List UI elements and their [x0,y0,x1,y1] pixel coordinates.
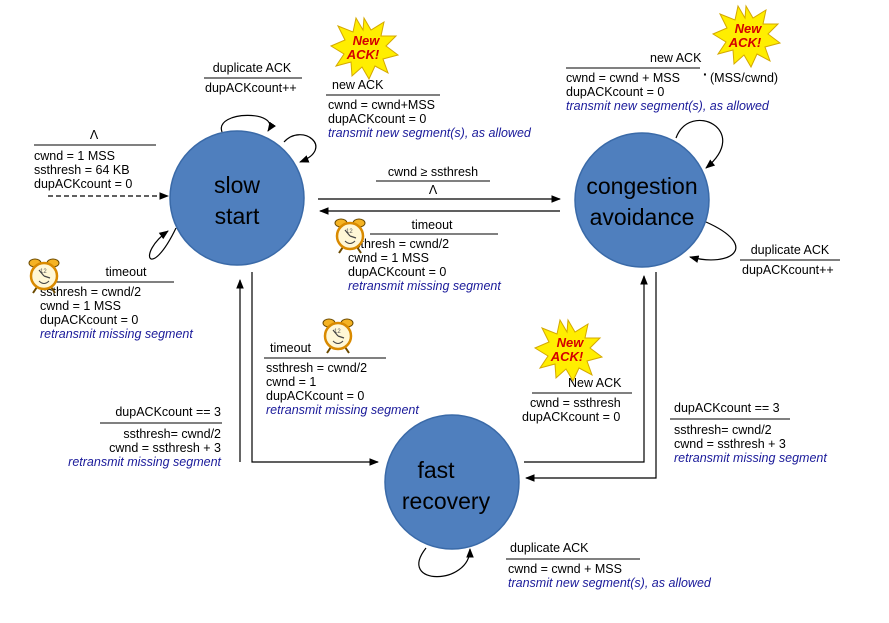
burst-2-line1: New [735,21,763,36]
label-ss-timeout-action-3: dupACKcount = 0 [40,313,138,327]
label-ss-to-ca: cwnd ≥ ssthresh Λ [376,165,490,197]
label-fr-to-ss-action-1: ssthresh = cwnd/2 [266,361,367,375]
label-ss-timeout: timeout ssthresh = cwnd/2 cwnd = 1 MSS d… [40,265,193,341]
label-ss-dup-event: duplicate ACK [213,61,292,75]
label-fr-dup-action-2: transmit new segment(s), as allowed [508,576,712,590]
label-ca-dup-event: duplicate ACK [751,243,830,257]
state-slow-start-label-line2: start [215,203,260,229]
label-ss-dup: duplicate ACK dupACKcount++ [204,61,302,95]
label-ca-to-ss-action-1: ssthresh = cwnd/2 [348,237,449,251]
ss-new-loop [283,134,317,163]
state-congestion-avoidance-label-line2: avoidance [590,204,695,230]
new-ack-burst-icon: New ACK! [534,319,603,382]
label-ca-to-fr-action-3: retransmit missing segment [674,451,827,465]
label-fr-to-ss: timeout ssthresh = cwnd/2 cwnd = 1 dupAC… [264,341,419,417]
fr-dup-loop [418,547,474,578]
label-init-action-1: cwnd = 1 MSS [34,149,115,163]
label-ss-to-ca-action-1: Λ [429,183,438,197]
label-ca-to-ss-event: timeout [412,218,454,232]
ss-to-fr-arrow [251,272,379,466]
label-fr-to-ca-action-2: dupACKcount = 0 [522,410,620,424]
label-ss-new-action-2: dupACKcount = 0 [328,112,426,126]
label-ca-to-fr-action-2: cwnd = ssthresh + 3 [674,437,786,451]
label-fr-dup-event: duplicate ACK [510,541,589,555]
ca-to-fr-arrow [525,272,657,482]
label-init-event: Λ [90,128,99,142]
label-ca-new: new ACK cwnd = cwnd + MSS · (MSS/cwnd) d… [566,51,778,113]
state-congestion-avoidance-label-line1: congestion [586,173,697,199]
label-ss-to-fr-action-3: retransmit missing segment [68,455,221,469]
label-fr-to-ca: New ACK cwnd = ssthresh dupACKcount = 0 [522,376,632,424]
state-slow-start: slow start [169,130,305,266]
label-ss-to-ca-event: cwnd ≥ ssthresh [388,165,478,179]
burst-1-line2: ACK! [346,47,380,62]
label-ss-timeout-action-1: ssthresh = cwnd/2 [40,285,141,299]
state-slow-start-label-line1: slow [214,172,260,198]
label-fr-to-ca-event: New ACK [568,376,622,390]
ca-dup-loop [689,221,737,263]
label-ca-to-ss-action-3: dupACKcount = 0 [348,265,446,279]
label-ca-to-fr: dupACKcount == 3 ssthresh= cwnd/2 cwnd =… [670,401,827,465]
label-init: Λ cwnd = 1 MSS ssthresh = 64 KB dupACKco… [34,128,156,191]
label-ss-timeout-action-4: retransmit missing segment [40,327,193,341]
state-fast-recovery-label-line2: recovery [402,488,491,514]
label-fr-to-ss-action-3: dupACKcount = 0 [266,389,364,403]
label-init-action-2: ssthresh = 64 KB [34,163,130,177]
label-ca-new-action-3: transmit new segment(s), as allowed [566,99,770,113]
ss-timeout-loop [148,227,177,260]
state-fast-recovery: fast recovery [384,414,520,550]
label-ca-to-ss-action-4: retransmit missing segment [348,279,501,293]
ss-dup-loop [220,114,276,133]
burst-1-line1: New [353,33,381,48]
label-init-action-3: dupACKcount = 0 [34,177,132,191]
ca-new-loop [675,119,724,169]
state-congestion-avoidance: congestion avoidance [574,132,710,268]
label-ss-to-fr-action-2: cwnd = ssthresh + 3 [109,441,221,455]
label-ca-new-event: new ACK [650,51,702,65]
new-ack-burst-icon: New ACK! [712,5,781,68]
label-ss-new-action-3: transmit new segment(s), as allowed [328,126,532,140]
label-fr-dup-action-1: cwnd = cwnd + MSS [508,562,622,576]
label-fr-to-ca-action-1: cwnd = ssthresh [530,396,621,410]
label-ss-to-fr: dupACKcount == 3 ssthresh= cwnd/2 cwnd =… [68,405,222,469]
burst-2-line2: ACK! [728,35,762,50]
label-ca-to-fr-event: dupACKcount == 3 [674,401,780,415]
label-ss-timeout-action-2: cwnd = 1 MSS [40,299,121,313]
label-fr-dup: duplicate ACK cwnd = cwnd + MSS transmit… [506,541,712,590]
state-fast-recovery-label-line1: fast [417,457,455,483]
burst-3-line2: ACK! [550,349,584,364]
label-ss-new: new ACK cwnd = cwnd+MSS dupACKcount = 0 … [326,78,532,140]
label-ss-new-action-1: cwnd = cwnd+MSS [328,98,435,112]
burst-3-line1: New [557,335,585,350]
label-ca-to-fr-action-1: ssthresh= cwnd/2 [674,423,772,437]
label-ss-timeout-event: timeout [106,265,148,279]
alarm-clock-icon [321,317,355,355]
label-ca-new-action-2: dupACKcount = 0 [566,85,664,99]
label-ss-dup-action-1: dupACKcount++ [205,81,297,95]
label-ss-to-fr-action-1: ssthresh= cwnd/2 [123,427,221,441]
label-ca-new-action-1: cwnd = cwnd + MSS [566,71,680,85]
state-slow-start-circle [169,130,305,266]
state-congestion-avoidance-circle [574,132,710,268]
label-ca-dup: duplicate ACK dupACKcount++ [740,243,840,277]
new-ack-burst-icon: New ACK! [330,17,399,80]
label-ca-to-ss: timeout ssthresh = cwnd/2 cwnd = 1 MSS d… [348,218,501,293]
label-ca-to-ss-action-2: cwnd = 1 MSS [348,251,429,265]
label-ss-to-fr-event: dupACKcount == 3 [115,405,221,419]
state-fast-recovery-circle [384,414,520,550]
label-ca-new-action-1b: (MSS/cwnd) [710,71,778,85]
label-ss-new-event: new ACK [332,78,384,92]
label-ca-new-dot: · [703,66,708,82]
label-fr-to-ss-event: timeout [270,341,312,355]
label-fr-to-ss-action-2: cwnd = 1 [266,375,316,389]
fr-to-ca-arrow [524,275,648,463]
label-fr-to-ss-action-4: retransmit missing segment [266,403,419,417]
label-ca-dup-action-1: dupACKcount++ [742,263,834,277]
